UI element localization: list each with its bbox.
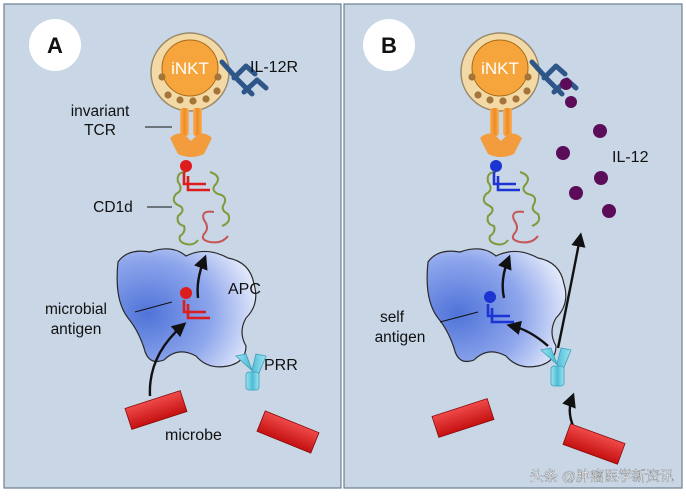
panel-b-badge: B — [363, 19, 415, 71]
cd1d-label: CD1d — [93, 199, 133, 216]
panel-a: A iNKT IL-12R invariant T — [3, 3, 342, 489]
microbe-a1 — [124, 390, 188, 430]
panel-a-badge-circle — [29, 19, 81, 71]
microbe-b1 — [431, 398, 495, 438]
arrow-prr-to-self-antigen — [506, 320, 549, 347]
antigen-label-line1: microbial — [45, 301, 107, 318]
self-antigen-leader-line — [439, 311, 479, 323]
panel-b: B iNKT — [343, 3, 683, 489]
arrow-self-antigen-to-cd1d — [498, 254, 512, 299]
beta2m-loop-b — [511, 210, 539, 244]
il12r-label: IL-12R — [250, 59, 298, 76]
beta2m-loop — [201, 210, 229, 244]
microbe-label: microbe — [165, 427, 222, 444]
watermark: 头条 @肿瘤医学新资讯 — [530, 468, 674, 484]
inkt-label: iNKT — [171, 59, 209, 78]
inkt-cell-a: iNKT — [150, 32, 230, 112]
bound-microbial-antigen — [180, 160, 210, 192]
panel-b-letter: B — [381, 33, 397, 58]
invariant-tcr-a — [170, 108, 212, 157]
inkt-granules-b — [468, 73, 532, 105]
inkt-label-b: iNKT — [481, 59, 519, 78]
prr-receptor-a — [235, 353, 267, 391]
il12-receptor-a — [219, 59, 269, 97]
inkt-cell-b: iNKT — [460, 32, 540, 112]
self-antigen-label-line1: self — [380, 309, 405, 326]
apc-cell-b — [426, 248, 567, 368]
cd1d-alpha-chain-b — [482, 171, 509, 246]
self-antigen-label-line2: antigen — [375, 329, 426, 346]
apc-cell-a — [116, 248, 257, 368]
bound-il12 — [560, 78, 577, 108]
arrow-prr-to-il12 — [556, 232, 586, 349]
panel-a-letter: A — [47, 33, 63, 58]
prr-receptor-b — [540, 347, 572, 387]
invariant-tcr-b — [480, 108, 522, 157]
il12-label: IL-12 — [612, 149, 649, 166]
arrow-antigen-to-cd1d — [194, 254, 208, 299]
cd1d-helix-b — [519, 171, 541, 227]
panel-a-badge: A — [29, 19, 81, 71]
inkt-nucleus — [161, 39, 219, 97]
microbial-antigen-a — [180, 287, 210, 320]
tcr-label-line1: invariant — [71, 103, 130, 120]
tcr-label-line2: TCR — [84, 122, 116, 139]
inkt-nucleus-b — [471, 39, 529, 97]
cd1d-alpha-chain — [172, 171, 199, 246]
apc-label: APC — [228, 281, 261, 298]
microbe-b2 — [562, 423, 626, 465]
il12-cytokines — [556, 124, 616, 218]
panel-b-badge-circle — [363, 19, 415, 71]
cd1d-helix — [209, 171, 231, 227]
bound-self-antigen — [490, 160, 520, 192]
antigen-label-line2: antigen — [51, 321, 102, 338]
antigen-leader-line — [134, 301, 173, 313]
inkt-granules — [158, 73, 222, 105]
prr-label: PRR — [264, 357, 298, 374]
microbe-a2 — [256, 410, 320, 454]
arrow-microbe-to-antigen — [148, 322, 187, 397]
